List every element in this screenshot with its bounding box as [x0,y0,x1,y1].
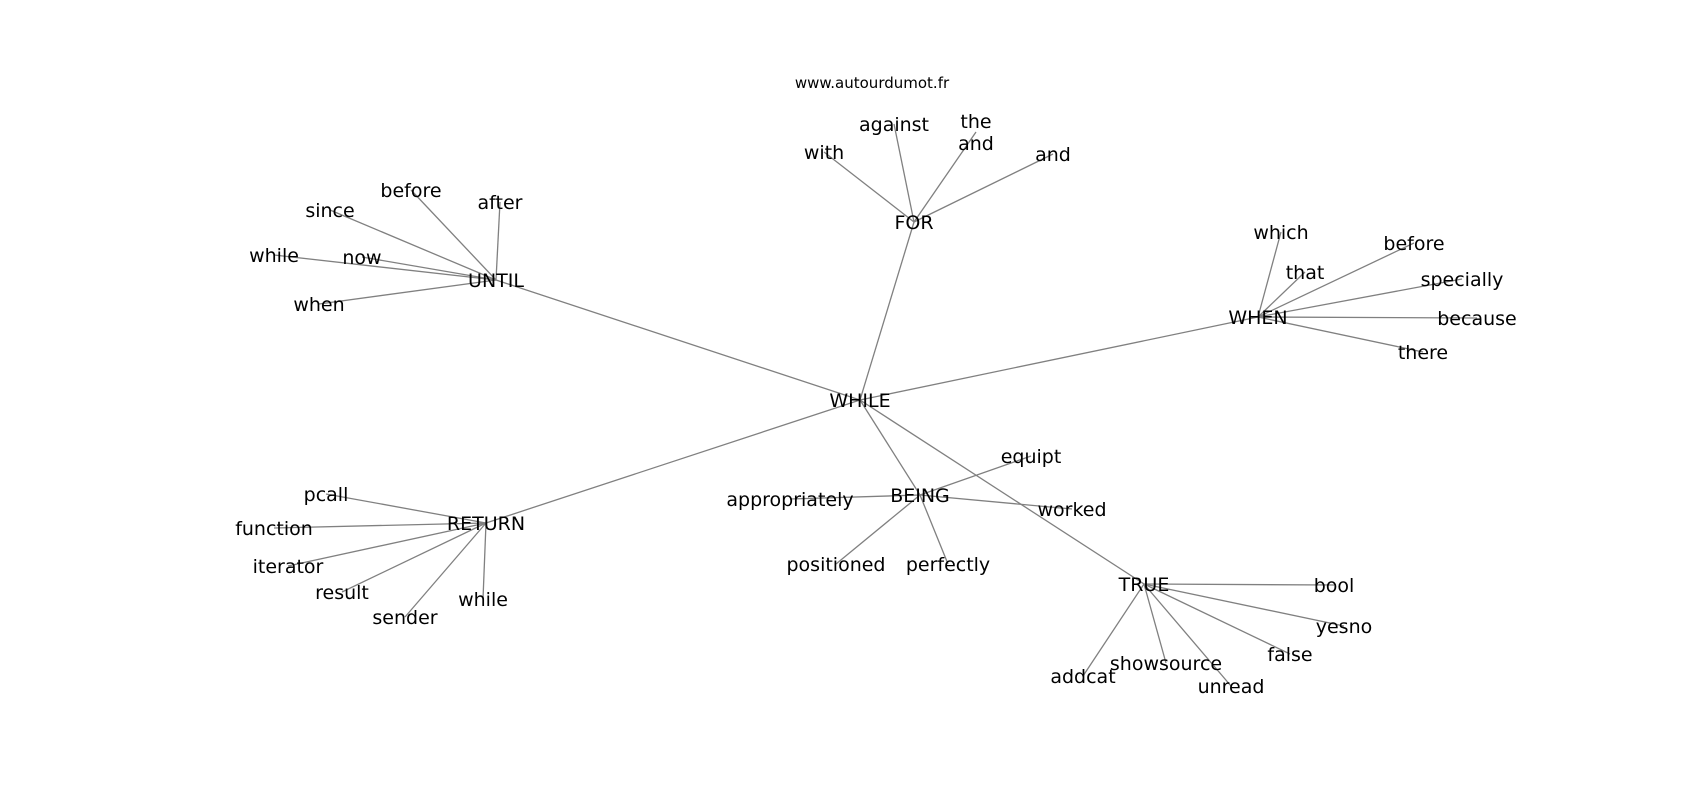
edge-when-when-there [1257,316,1424,353]
leaf-node-until-now: now [342,247,381,269]
leaf-node-for-against: against [859,114,929,136]
leaf-node-being-equipt: equipt [1001,446,1062,468]
edge-being-being-perfectly [919,494,949,565]
hub-node-for: FOR [894,212,933,234]
leaf-node-being-appropriately: appropriately [726,489,853,511]
edge-return-return-pcall [325,493,487,524]
leaf-node-when-because: because [1437,308,1516,330]
leaf-node-until-after: after [478,192,523,214]
edge-for-for-and [913,153,1054,223]
leaf-node-true-yesno: yesno [1316,616,1373,638]
edge-true-true-addcat [1082,583,1145,677]
edge-until-until-before [410,189,497,281]
leaf-node-when-which: which [1253,222,1308,244]
leaf-node-when-that: that [1286,262,1325,284]
hub-node-return: RETURN [447,513,525,535]
edge-until-until-when [318,279,497,305]
leaf-node-return-function: function [235,518,313,540]
leaf-node-true-bool: bool [1314,575,1355,597]
leaf-node-until-while: while [249,245,299,267]
leaf-node-when-there: there [1398,342,1448,364]
edge-when-when-because [1257,316,1478,319]
edge-until-until-since [329,209,497,281]
edge-for-for-the-and [913,131,977,223]
edge-return-return-function [273,522,487,529]
leaf-node-return-while: while [458,589,508,611]
edge-true-true-unread [1143,583,1232,687]
leaf-node-when-specially: specially [1421,269,1504,291]
edge-true-true-showsource [1143,583,1167,664]
edge-return-return-sender [404,522,487,618]
label-layer: WHILE UNTIL FOR WHEN RETURN BEING TRUE since bef… [235,111,1517,698]
edge-being-being-positioned [835,494,921,565]
hub-node-while: WHILE [829,390,890,412]
edge-return-return-while [482,522,487,600]
edge-until-until-while [273,254,497,281]
edge-while-return [485,399,861,524]
leaf-node-being-positioned: positioned [786,554,885,576]
hub-node-until: UNTIL [468,270,524,292]
leaf-node-return-pcall: pcall [304,484,349,506]
edge-for-for-with [823,151,915,223]
edge-while-being [859,399,921,496]
hub-node-when: WHEN [1228,307,1287,329]
leaf-node-true-addcat: addcat [1050,666,1115,688]
leaf-node-true-false: false [1267,644,1312,666]
leaf-node-true-showsource: showsource [1110,653,1222,675]
leaf-node-return-result: result [315,582,369,604]
leaf-node-until-when: when [293,294,344,316]
edge-being-being-equipt [919,455,1032,496]
edge-true-true-bool [1143,583,1335,586]
edge-when-when-which [1257,231,1282,318]
edge-while-true [859,399,1145,585]
edge-layer [273,123,1478,687]
leaf-node-being-perfectly: perfectly [906,554,990,576]
edge-until-until-after [495,201,501,281]
leaf-node-return-iterator: iterator [253,556,324,578]
edge-being-being-appropriately [789,494,921,500]
edge-while-when [859,316,1259,401]
edge-for-for-against [893,123,915,223]
edge-when-when-that [1257,271,1306,318]
leaf-node-for-with: with [804,142,844,164]
edge-while-until [495,279,861,401]
leaf-node-when-before: before [1383,233,1444,255]
edge-until-until-now [361,256,497,281]
hub-node-true: TRUE [1118,574,1170,596]
edge-while-for [859,221,915,401]
edge-true-true-yesno [1143,583,1345,627]
edge-return-return-iterator [287,522,487,567]
leaf-node-return-sender: sender [372,607,437,629]
edge-when-when-specially [1257,278,1463,318]
leaf-node-until-before: before [380,180,441,202]
leaf-node-until-since: since [305,200,354,222]
edge-when-when-before [1257,242,1415,318]
edge-true-true-false [1143,583,1291,655]
hub-node-being: BEING [890,485,950,507]
leaf-node-being-worked: worked [1037,499,1106,521]
leaf-node-for-and: and [1035,144,1071,166]
leaf-node-true-unread: unread [1198,676,1265,698]
edge-return-return-result [341,522,487,593]
source-caption: www.autourdumot.fr [795,74,950,92]
edge-being-being-worked [919,494,1073,510]
